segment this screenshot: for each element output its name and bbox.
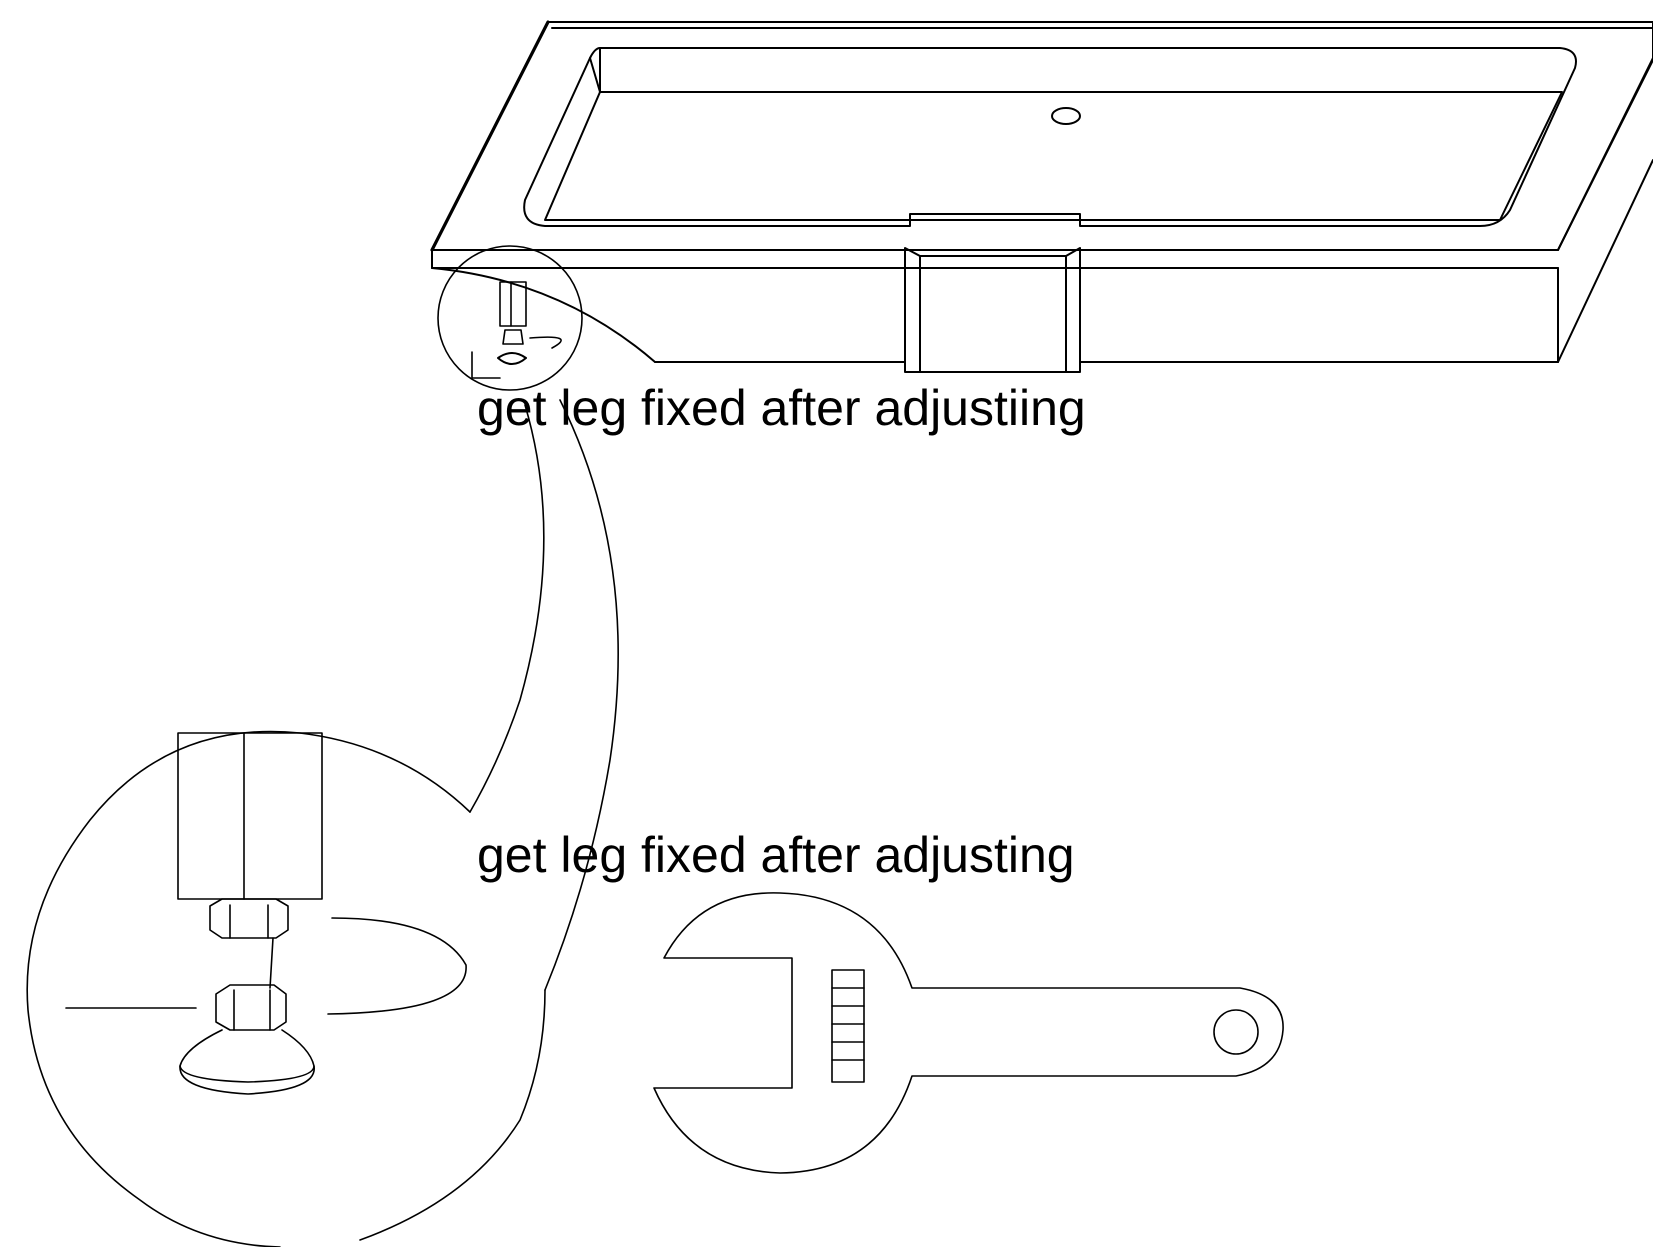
small-leg-arc <box>529 336 562 349</box>
apron-curve <box>431 267 656 363</box>
small-leg-nut <box>502 329 524 345</box>
small-leg-bracket <box>471 351 501 379</box>
leg-stem <box>269 937 274 989</box>
leg-tube <box>177 732 323 900</box>
callout-outline-left <box>469 404 545 813</box>
label-top: get leg fixed after adjustiing <box>477 380 1086 436</box>
callout-outline-right <box>544 399 619 991</box>
wrench-hole <box>1213 1009 1259 1055</box>
wrench <box>653 892 1284 1174</box>
basin-right-side-edge <box>1557 57 1653 251</box>
leg-upper-nut <box>209 898 289 939</box>
leg-detail-large <box>26 730 546 1247</box>
drain-hole <box>1051 107 1081 125</box>
leg-foot-pad <box>179 1029 315 1095</box>
leg-lower-nut <box>215 984 287 1031</box>
basin-bowl-corner <box>589 57 601 93</box>
detail-circle-large <box>26 730 546 1247</box>
label-bottom: get leg fixed after adjusting <box>477 827 1075 883</box>
detail-circle-small <box>437 245 583 391</box>
basin-bowl-inner <box>544 91 1563 221</box>
basin-left-edge <box>430 20 550 252</box>
basin-top-slab <box>431 21 1653 251</box>
wrench-worm-gear <box>831 969 865 1083</box>
leg-detail-small <box>437 245 583 391</box>
wrench-outline <box>653 892 1284 1174</box>
basin-right-side-slope <box>1557 159 1653 363</box>
small-leg-foot <box>497 352 527 365</box>
basin <box>430 20 1653 373</box>
rotation-arc <box>327 917 467 1015</box>
leg-foot-base <box>179 1065 315 1083</box>
basin-bowl-outer <box>523 47 1577 227</box>
small-leg-tube <box>499 281 527 327</box>
drain-block <box>904 247 1081 373</box>
